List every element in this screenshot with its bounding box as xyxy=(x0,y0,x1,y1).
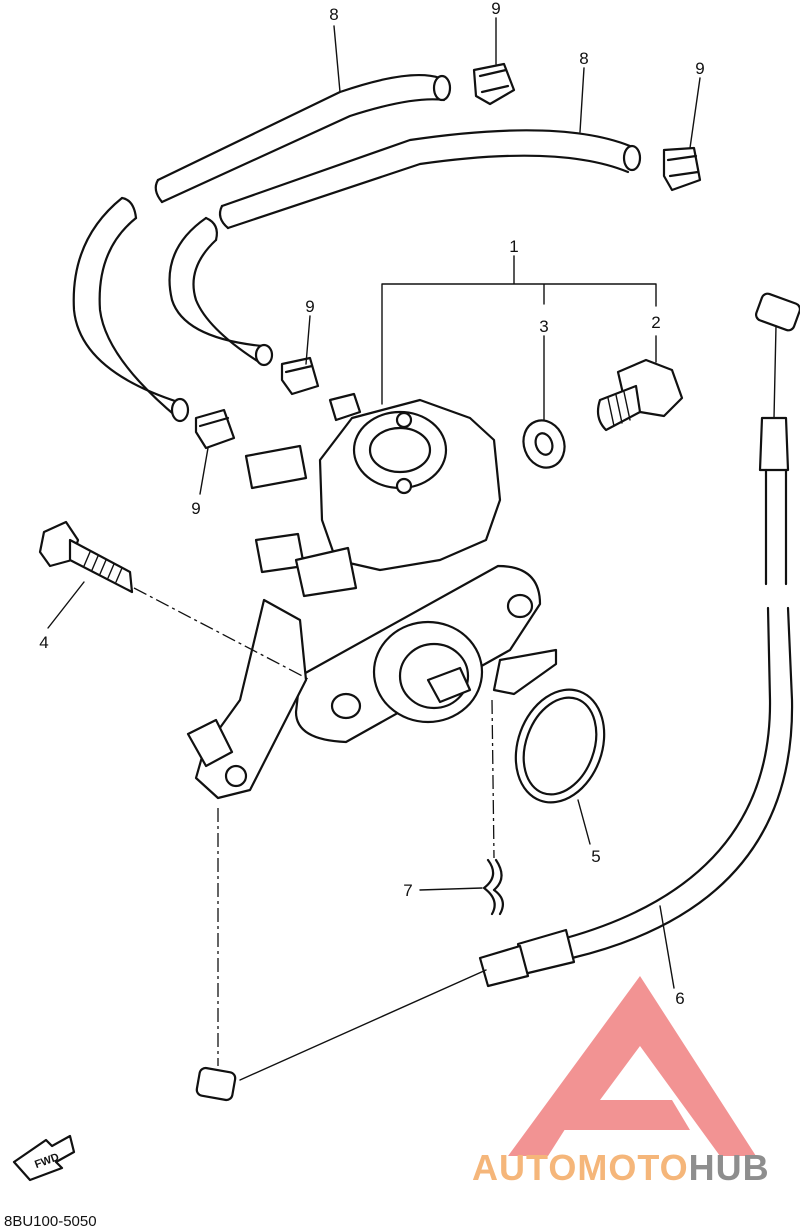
bolt-2 xyxy=(596,358,684,432)
callout-4: 4 xyxy=(39,633,48,652)
pin-clip-7 xyxy=(482,858,505,916)
callout-8-top: 8 xyxy=(329,5,338,24)
watermark-brand-part1: AUTOMOTO xyxy=(472,1147,689,1188)
watermark-brand: AUTOMOTOHUB xyxy=(472,1147,770,1188)
hose-middle-bend xyxy=(168,216,274,367)
washer-3 xyxy=(522,419,566,469)
watermark-triangle xyxy=(508,976,756,1156)
clip-left xyxy=(194,408,236,450)
clip-right xyxy=(662,146,702,192)
callout-5: 5 xyxy=(591,847,600,866)
cable-6 xyxy=(195,292,800,1102)
callout-9-middle: 9 xyxy=(305,297,314,316)
callout-1: 1 xyxy=(509,237,518,256)
hose-upper-right xyxy=(218,129,642,230)
callout-8-right: 8 xyxy=(579,49,588,68)
hose-left-bend xyxy=(72,196,190,423)
clip-middle xyxy=(280,356,320,396)
oil-pump-assembly xyxy=(186,392,558,800)
callout-9-top: 9 xyxy=(491,0,500,18)
leader-lines xyxy=(47,17,701,1066)
callout-7: 7 xyxy=(403,881,412,900)
hose-upper-left xyxy=(154,73,452,204)
drawing-code: 8BU100-5050 xyxy=(4,1213,97,1230)
callout-9-left: 9 xyxy=(191,499,200,518)
callout-9-right: 9 xyxy=(695,59,704,78)
clip-top xyxy=(472,62,516,106)
watermark-logo xyxy=(508,976,756,1156)
bolt-4 xyxy=(38,520,134,594)
o-ring-5 xyxy=(514,688,606,804)
forward-direction-icon: FWD xyxy=(12,1134,76,1182)
watermark-brand-part2: HUB xyxy=(689,1147,770,1188)
callout-6: 6 xyxy=(675,989,684,1008)
callout-2: 2 xyxy=(651,313,660,332)
callout-3: 3 xyxy=(539,317,548,336)
